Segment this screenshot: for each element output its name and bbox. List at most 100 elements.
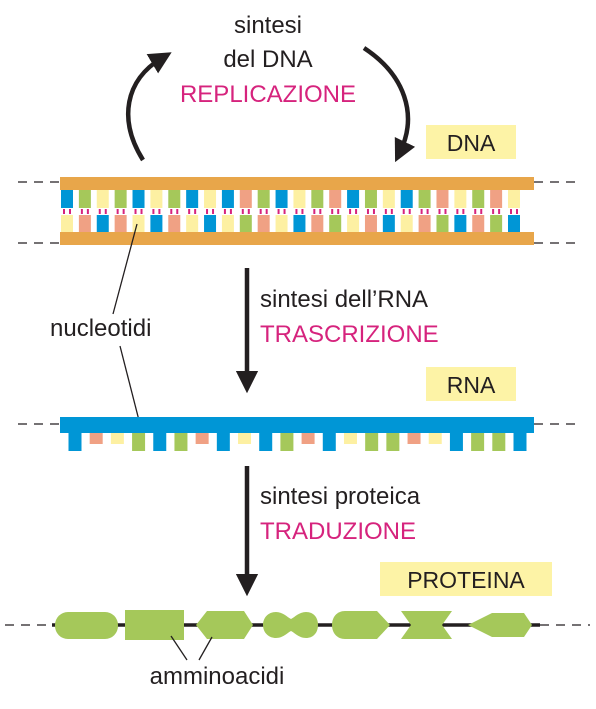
dna-base-bottom [382,215,395,232]
dna-base-top [186,190,199,208]
rna-bases [68,433,527,451]
rna-base [195,433,209,444]
dna-base-pairs [61,190,520,232]
hydrogen-bond [510,209,512,214]
amino-acid-bowtie [401,611,452,639]
dna-base-bottom [454,215,467,232]
amino-acid-rounded [55,612,118,639]
hydrogen-bond [426,209,429,214]
protein-label-box [380,562,552,596]
amino-acids-pointer-left [170,635,188,661]
replication-line2: del DNA [223,46,312,73]
hydrogen-bond [480,209,483,214]
amino-acids-label: amminoacidi [150,663,285,690]
rna-base [322,433,336,451]
rna-base [238,433,252,444]
rna-base [280,433,294,451]
dna-label-box [426,125,516,159]
dna-backbone-top [60,177,534,190]
dna-base-bottom [418,215,431,232]
dna-base-top [293,190,306,208]
rna-base [89,433,103,444]
dna-base-bottom [347,215,360,232]
hydrogen-bond [63,209,65,214]
amino-acid-chain [55,610,532,640]
hydrogen-bond [492,209,495,214]
nucleotides-label: nucleotidi [50,315,151,342]
hydrogen-bond [444,209,447,214]
hydrogen-bond [372,209,375,214]
dna-base-bottom [508,215,520,232]
dna-base-bottom [293,215,306,232]
dna-base-bottom [364,215,377,232]
dna-base-bottom [472,215,485,232]
dna-base-top [454,190,467,208]
dna-base-top [239,190,252,208]
transcription-process: TRASCRIZIONE [260,321,439,348]
amino-acid-hexagon [196,611,253,639]
hydrogen-bond [116,209,119,214]
dna-base-bottom [490,215,503,232]
translation-line1: sintesi proteica [260,483,421,510]
dna-base-bottom [329,215,342,232]
rna-base [301,433,315,444]
rna-base [471,433,485,451]
hydrogen-bond [212,209,215,214]
dna-base-bottom [150,215,163,232]
rna-base [513,433,527,451]
hydrogen-bond [438,209,441,214]
dna-base-bottom [436,215,449,232]
hydrogen-bond [194,209,197,214]
amino-acid-diamond [468,613,532,637]
rna-base [68,433,82,451]
dna-base-top [275,190,288,208]
dna-base-top [150,190,163,208]
dna-base-top [204,190,217,208]
transcription-line1: sintesi dell’RNA [260,286,428,313]
dna-base-bottom [221,215,234,232]
rna-base [216,433,230,451]
hydrogen-bond [456,209,459,214]
rna-backbone [60,417,534,433]
dna-base-top [436,190,449,208]
hydrogen-bond [223,209,226,214]
hydrogen-bond [80,209,83,214]
rna-base [449,433,463,451]
hydrogen-bond [265,209,268,214]
dna-base-bottom [275,215,288,232]
hydrogen-bond [69,209,71,214]
dna-base-bottom [186,215,199,232]
hydrogen-bond [474,209,477,214]
dna-base-top [78,190,91,208]
dna-base-top [257,190,270,208]
dna-base-top [114,190,127,208]
dna-base-top [61,190,73,208]
hydrogen-bond [241,209,244,214]
dna-base-top [347,190,360,208]
hydrogen-bond [134,209,137,214]
hydrogen-bond [188,209,191,214]
replication-line1: sintesi [234,12,302,39]
hydrogen-bond [170,209,173,214]
hydrogen-bond [283,209,286,214]
hydrogen-bond [349,209,352,214]
dna-base-top [382,190,395,208]
hydrogen-bond [313,209,316,214]
hydrogen-bond [122,209,125,214]
dna-base-top [221,190,234,208]
amino-acid-rectangle [125,610,184,640]
protein-label: PROTEINA [407,567,525,593]
dna-base-bottom [311,215,324,232]
amino-acids-pointer-right [198,636,213,661]
rna-base [386,433,400,451]
dna-base-top [508,190,520,208]
hydrogen-bond [462,209,465,214]
dna-label: DNA [447,130,496,156]
hydrogen-bond [86,209,89,214]
hydrogen-bond [295,209,298,214]
amino-acid-bullet [332,611,390,639]
hydrogen-bond [98,209,101,214]
dna-base-top [472,190,485,208]
